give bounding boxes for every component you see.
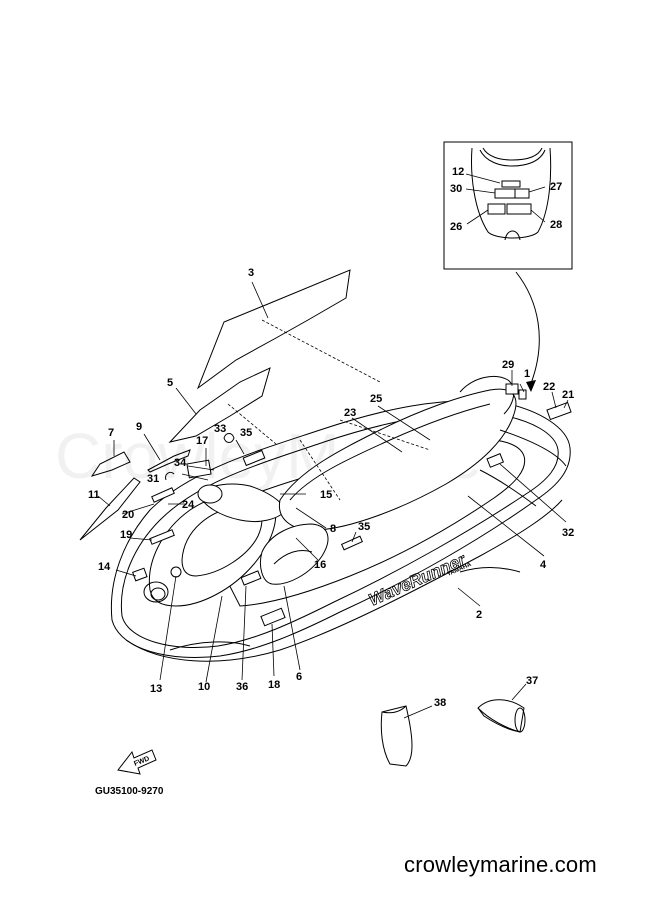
callout-12: 12 <box>452 166 464 178</box>
decal-11-shape <box>79 477 141 541</box>
callout-1: 1 <box>524 368 530 380</box>
inset-seat-top <box>482 147 543 161</box>
callout-11: 11 <box>88 489 100 501</box>
side-panel <box>259 523 329 585</box>
inset-label-27 <box>514 188 530 199</box>
callout-3: 3 <box>248 267 254 279</box>
rear-view-inset <box>443 141 573 270</box>
callout-28: 28 <box>550 219 562 231</box>
decal-3-shape <box>196 269 381 390</box>
callout-36: 36 <box>236 681 248 693</box>
watercraft-illustration: WaveRunner YAMAHA <box>110 376 572 662</box>
decal-7-shape <box>90 440 131 477</box>
decal-33 <box>223 433 235 443</box>
inset-label-12 <box>501 180 521 188</box>
callout-8: 8 <box>330 523 336 535</box>
inset-label-30 <box>494 188 516 199</box>
part-code-label: GU35100-9270 <box>95 786 164 797</box>
inset-label-28 <box>506 203 532 215</box>
hull-brand-text: WaveRunner <box>366 550 470 610</box>
leader-lines <box>115 370 569 683</box>
decal-18 <box>260 607 286 627</box>
callout-26: 26 <box>450 221 462 233</box>
callout-21: 21 <box>562 389 574 401</box>
callout-34: 34 <box>174 457 187 469</box>
decal-5-shape <box>168 367 277 445</box>
decal-17 <box>186 459 212 479</box>
callout-29: 29 <box>502 359 514 371</box>
callout-14: 14 <box>98 561 111 573</box>
callout-20: 20 <box>122 509 134 521</box>
inset-nozzle <box>504 230 521 241</box>
callout-5: 5 <box>167 377 173 389</box>
inset-frame <box>443 141 573 270</box>
callout-27: 27 <box>550 181 562 193</box>
fwd-arrow-icon: FWD <box>117 749 157 775</box>
inset-seat-back <box>479 149 546 167</box>
callout-35-lower: 35 <box>358 521 370 533</box>
callout-25: 25 <box>370 393 382 405</box>
inset-stern-outline <box>471 147 552 239</box>
callout-32: 32 <box>562 527 574 539</box>
seat-seam <box>289 403 491 501</box>
decal-34 <box>165 471 175 481</box>
callout-38: 38 <box>434 697 446 709</box>
callout-24: 24 <box>182 499 195 511</box>
callout-30: 30 <box>450 183 462 195</box>
decal-19 <box>149 529 175 545</box>
callout-37: 37 <box>526 675 538 687</box>
callout-13: 13 <box>150 683 162 695</box>
seat-back-rest <box>459 376 515 415</box>
callout-22: 22 <box>543 381 555 393</box>
item-37-cover <box>477 683 527 733</box>
callout-6: 6 <box>296 671 302 683</box>
callout-10: 10 <box>198 681 210 693</box>
callout-35-upper: 35 <box>240 427 252 439</box>
decal-35a <box>242 449 266 467</box>
site-credit-text: crowleymarine.com <box>404 852 597 877</box>
handle-grip-left <box>197 484 223 504</box>
decal-35b <box>340 535 364 551</box>
inset-arrow-head <box>526 380 536 392</box>
callout-33: 33 <box>214 423 226 435</box>
inset-label-26 <box>487 203 506 215</box>
front-light <box>143 581 169 603</box>
hull-outer <box>110 400 571 658</box>
callout-16: 16 <box>314 559 326 571</box>
decal-1 <box>518 389 527 400</box>
callout-15: 15 <box>320 489 332 501</box>
decal-32 <box>486 453 505 468</box>
hood-inner <box>181 505 263 577</box>
callout-31: 31 <box>147 473 159 485</box>
decal-20 <box>151 487 175 503</box>
hull-lower-line <box>125 499 563 662</box>
callout-4: 4 <box>540 559 547 571</box>
callout-17: 17 <box>196 435 208 447</box>
decal-9-shape <box>143 433 191 473</box>
callout-labels: 12 30 27 26 28 3 5 29 1 22 21 25 23 7 9 … <box>88 166 574 709</box>
inset-arrow-line <box>515 271 540 387</box>
callout-18: 18 <box>268 679 280 691</box>
decal-14 <box>132 567 148 582</box>
callout-9: 9 <box>136 421 142 433</box>
item-38-cover <box>380 705 433 767</box>
callout-7: 7 <box>108 427 114 439</box>
callout-19: 19 <box>120 529 132 541</box>
decal-36 <box>240 570 262 586</box>
callout-2: 2 <box>476 609 482 621</box>
decal-21 <box>546 401 572 421</box>
rear-deck-edge <box>499 429 567 467</box>
callout-23: 23 <box>344 407 356 419</box>
